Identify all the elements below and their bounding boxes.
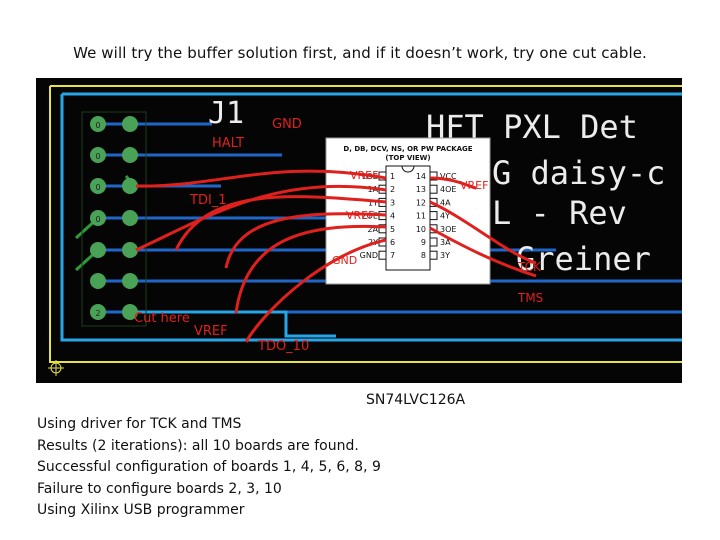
- note-line: Successful configuration of boards 1, 4,…: [37, 459, 381, 475]
- annotation-halt: HALT: [212, 136, 244, 151]
- chip-pinout-diagram: D, DB, DCV, NS, OR PW PACKAGE (TOP VIEW)…: [325, 137, 491, 285]
- chip-right-pin-lead: [429, 171, 438, 181]
- chip-package-header: D, DB, DCV, NS, OR PW PACKAGE: [343, 145, 472, 153]
- chip-left-pin-lead: [378, 224, 387, 234]
- annotation-vref-bottom: VREF: [194, 324, 228, 339]
- red-wire-6: [244, 238, 387, 343]
- note-line: Using Xilinx USB programmer: [37, 502, 245, 518]
- pin-number-2: 0: [95, 152, 100, 161]
- slide-title: We will try the buffer solution first, a…: [73, 44, 647, 62]
- pin-number-1: 0: [95, 121, 100, 130]
- chip-diagram-background: [325, 137, 491, 285]
- red-wire-5: [234, 224, 387, 314]
- note-line: Failure to configure boards 2, 3, 10: [37, 480, 282, 497]
- annotation-vref-right: VREF: [460, 179, 488, 192]
- red-wires: [135, 169, 537, 343]
- chip-right-pin-number: 11: [416, 212, 426, 221]
- pin-number-bottom: 2: [95, 309, 100, 318]
- chip-left-pin-number: 5: [390, 225, 395, 234]
- banner-line-3: L - Rev: [492, 194, 627, 232]
- annotation-cut-here: Cut here: [134, 311, 190, 326]
- connector-pads: [90, 116, 138, 320]
- origin-marker-icon: [48, 360, 64, 376]
- annotation-tck: TCK: [517, 260, 542, 274]
- red-wire-3: [174, 195, 387, 251]
- chip-right-pin-number: 10: [416, 225, 426, 234]
- chip-left-pin-number: 6: [390, 238, 395, 247]
- red-wire-9: [429, 176, 477, 190]
- trace-cyan-outline: [60, 94, 682, 342]
- chip-left-pin-name: 1Y: [368, 198, 378, 207]
- chip-part-caption: SN74LVC126A: [366, 392, 466, 408]
- chip-label-gnd: GND: [332, 254, 357, 267]
- chip-right-pin-name: 4Y: [440, 212, 450, 221]
- pcb-layout-image: 0 0 0 0 2 J1 HFT PXL Det G daisy-c L - R…: [36, 78, 682, 383]
- chip-left-pin-number: 2: [390, 185, 395, 194]
- chip-view-header: (TOP VIEW): [385, 154, 430, 162]
- chip-right-pin-name: 3A: [440, 238, 451, 247]
- pin-number-4: 0: [95, 215, 100, 224]
- annotation-gnd-top: GND: [272, 117, 302, 132]
- chip-right-pin-number: 12: [416, 198, 426, 207]
- chip-right-pin-number: 13: [416, 185, 426, 194]
- chip-right-pin-name: 3OE: [440, 225, 456, 234]
- chip-right-pin-lead: [429, 250, 438, 260]
- annotation-tms: TMS: [517, 291, 543, 305]
- trace-cyan-inner: [132, 310, 336, 338]
- chip-label-vref-mid: VREF: [346, 209, 374, 222]
- red-wire-1: [135, 169, 387, 188]
- chip-right-pin-number: 9: [421, 238, 426, 247]
- note-line: Results (2 iterations): all 10 boards ar…: [37, 437, 359, 454]
- chip-right-pin-name: 4OE: [440, 185, 456, 194]
- pcb-layout-drawing: 0 0 0 0 2 J1 HFT PXL Det G daisy-c L - R…: [48, 85, 682, 376]
- annotation-tdo: TDO_10: [257, 339, 309, 354]
- chip-left-pin-name: 2A: [367, 225, 378, 234]
- notes-list: Using driver for TCK and TMS Results (2 …: [37, 414, 381, 522]
- chip-left-pin-number: 4: [390, 212, 395, 221]
- chip-right-pin-lead: [429, 184, 438, 194]
- annotation-tdi: TDI_1: [189, 193, 227, 208]
- banner-line-2: G daisy-c: [492, 154, 665, 192]
- connector-outline: [81, 111, 147, 327]
- chip-left-pin-name: 2OE: [362, 212, 378, 221]
- chip-right-pin-lead: [429, 211, 438, 221]
- chip-right-pin-name: VCC: [440, 172, 457, 181]
- chip-right-pin-name: 4A: [440, 198, 451, 207]
- chip-right-pin-number: 8: [421, 251, 426, 260]
- note-line: Using driver for TCK and TMS: [37, 416, 242, 432]
- chip-right-pin-lead: [429, 237, 438, 247]
- red-wire-4: [224, 212, 387, 269]
- chip-right-pin-number: 14: [416, 172, 426, 181]
- chip-left-pin-number: 1: [390, 172, 395, 181]
- chip-left-pin-number: 3: [390, 198, 395, 207]
- chip-left-pin-name: GND: [360, 251, 378, 260]
- banner-line-4: Greiner: [516, 240, 651, 278]
- chip-left-pin-lead: [378, 250, 387, 260]
- chip-label-vref-top: VREF: [350, 169, 378, 182]
- trace-yellow-outline: [49, 86, 682, 363]
- chip-right-pin-name: 3Y: [440, 251, 450, 260]
- red-wire-7: [429, 200, 537, 265]
- connector-label: J1: [208, 96, 244, 131]
- red-wire-8: [429, 226, 537, 278]
- chip-notch: [401, 165, 415, 173]
- pin-number-3: 0: [95, 183, 100, 192]
- chip-left-pin-number: 7: [390, 251, 395, 260]
